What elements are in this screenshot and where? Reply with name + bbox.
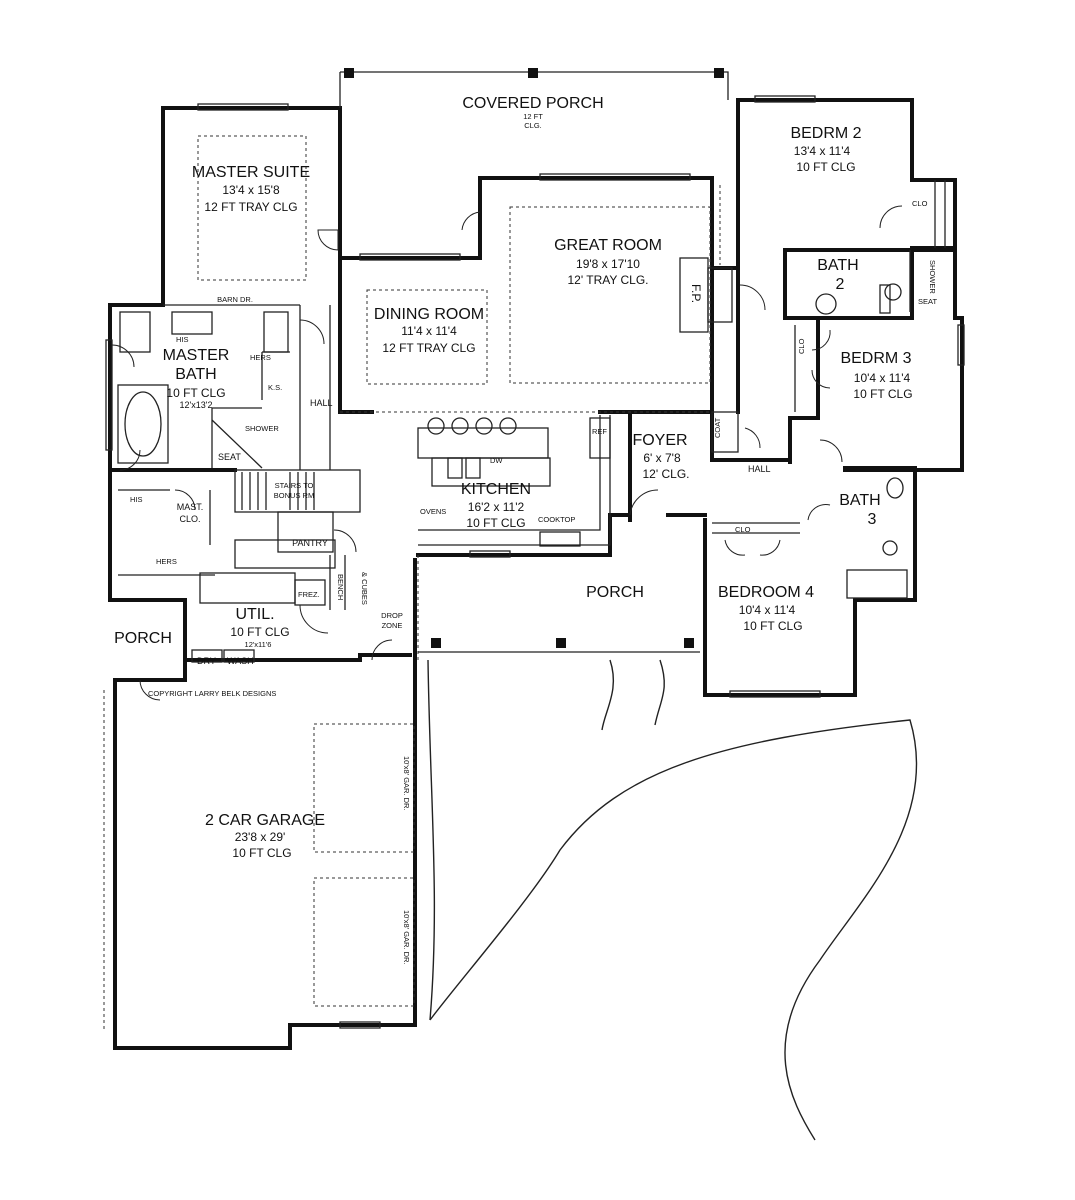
hall-label-1: HALL [310,398,333,408]
master-bath-ceiling: 10 FT CLG [166,386,225,400]
master-closet-label-2: CLO. [179,514,200,524]
bedrm3-closet-label: CLO [797,338,806,354]
coat-closet-label: COAT [713,417,722,438]
kitchen-ceiling: 10 FT CLG [466,516,525,530]
bedrm3-size: 10'4 x 11'4 [854,371,911,385]
door-swings [111,205,903,701]
stairs-label-2: BONUS RM [274,491,314,500]
dining-room-name: DINING ROOM [374,306,484,323]
covered-porch-name: COVERED PORCH [462,95,603,112]
bath3-name: BATH [839,492,880,509]
porch-posts [344,68,724,648]
dashed-lines [103,135,721,1030]
bedrm2-ceiling: 10 FT CLG [796,160,855,174]
shower-label: SHOWER [245,424,279,433]
great-room-name: GREAT ROOM [554,237,662,254]
hers-closet-label: HERS [156,557,177,566]
bath2-shower-label: SHOWER [928,260,937,294]
fireplace: F.P. [679,257,733,333]
copyright-text: COPYRIGHT LARRY BELK DESIGNS [148,689,276,698]
garage-door-2-label: 10'x8' GAR. DR. [402,910,411,965]
cubes-label: & CUBES [360,572,369,605]
bedrm2-name: BEDRM 2 [790,125,861,142]
porch-front-name: PORCH [586,584,644,601]
pantry-label: PANTRY [292,538,328,548]
bath2-number: 2 [836,276,845,293]
garage-ceiling: 10 FT CLG [232,846,291,860]
master-bath-size: 12'x13'2 [180,400,213,410]
bedrm2-closet-label: CLO [912,199,928,208]
covered-porch-ceiling-1: 12 FT [523,112,543,121]
master-bath-name-2: BATH [175,366,216,383]
ks-label: K.S. [268,383,282,392]
windows [105,95,965,1029]
bath3-number: 3 [868,511,877,528]
util-size: 12'x11'6 [245,640,272,649]
master-suite-size: 13'4 x 15'8 [222,183,280,197]
bedroom4-size: 10'4 x 11'4 [739,603,796,617]
hall-label-2: HALL [748,464,771,474]
covered-porch-ceiling-2: CLG. [524,121,542,130]
seat-label: SEAT [218,452,241,462]
kitchen-size: 16'2 x 11'2 [468,500,525,514]
great-room-size: 19'8 x 17'10 [576,257,640,271]
kitchen-name: KITCHEN [461,481,531,498]
ovens-label: OVENS [420,507,446,516]
util-name: UTIL. [235,606,274,623]
refrigerator-label: REF [592,427,607,436]
dining-room-size: 11'4 x 11'4 [401,324,457,338]
washer-label: WASH [227,656,254,666]
util-ceiling: 10 FT CLG [230,625,289,639]
dryer-label: DRY [197,656,216,666]
porch-side-name: PORCH [114,630,172,647]
fireplace-label: F.P. [689,284,703,303]
drive-lines [418,651,918,1141]
great-room-ceiling: 12' TRAY CLG. [568,273,649,287]
dishwasher-label: DW [490,456,503,465]
bench-label: BENCH [336,574,345,600]
garage-size: 23'8 x 29' [235,830,286,844]
garage-door-1-label: 10'x8' GAR. DR. [402,756,411,811]
drop-zone-label-2: ZONE [382,621,403,630]
dining-room-ceiling: 12 FT TRAY CLG [382,341,475,355]
bedroom4-ceiling: 10 FT CLG [743,619,802,633]
master-bath-name-1: MASTER [163,347,230,364]
hers-sink-label: HERS [250,353,271,362]
his-sink-label: HIS [176,335,189,344]
foyer-size: 6' x 7'8 [643,451,681,465]
freezer-label: FREZ. [298,590,320,599]
stairs-label-1: STAIRS TO [275,481,314,490]
bedrm2-size: 13'4 x 11'4 [794,144,851,158]
master-suite-ceiling: 12 FT TRAY CLG [204,200,297,214]
bedroom4-closet-label: CLO [735,525,751,534]
bedroom4-name: BEDROOM 4 [718,584,814,601]
bath2-name: BATH [817,257,858,274]
interior-lines [117,180,946,663]
his-closet-label: HIS [130,495,143,504]
exterior-walls [108,71,964,1050]
foyer-name: FOYER [632,432,687,449]
cooktop-label: COOKTOP [538,515,575,524]
drop-zone-label-1: DROP [381,611,403,620]
garage-name: 2 CAR GARAGE [205,812,325,829]
bedrm3-name: BEDRM 3 [840,350,911,367]
foyer-ceiling: 12' CLG. [643,467,690,481]
bedrm3-ceiling: 10 FT CLG [853,387,912,401]
master-closet-label-1: MAST. [177,502,204,512]
master-suite-name: MASTER SUITE [192,164,310,181]
bath2-seat-label: SEAT [918,297,937,306]
barn-door-label: BARN DR. [217,295,253,304]
